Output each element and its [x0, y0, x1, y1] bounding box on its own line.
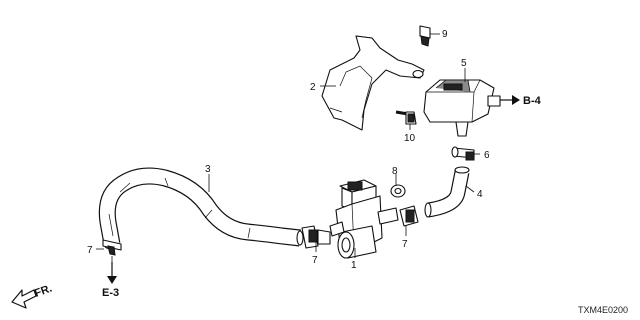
- callout-7-middle: 7: [312, 255, 318, 266]
- clamp-part-7-middle: [301, 225, 331, 249]
- diagram-code: TXM4E0200: [578, 305, 628, 315]
- clamp-part-7-right: [399, 205, 419, 227]
- bracket-part-2: [321, 35, 425, 131]
- washer-part-8: [390, 184, 406, 198]
- callout-9: 9: [442, 29, 448, 40]
- hose-part-3: [98, 167, 304, 250]
- bolt-part-9: [419, 25, 431, 47]
- bolt-part-10: [395, 110, 417, 125]
- ref-label-e3: E-3: [102, 287, 119, 299]
- callout-1: 1: [351, 260, 357, 271]
- ref-label-b4: B-4: [523, 95, 542, 107]
- front-arrow-icon: [11, 289, 37, 309]
- callout-4: 4: [477, 189, 483, 200]
- callout-3: 3: [205, 164, 211, 175]
- callout-10: 10: [404, 133, 416, 144]
- purge-valve-part-1: [329, 179, 399, 259]
- front-label: FR.: [33, 282, 54, 299]
- callout-7-right: 7: [402, 239, 408, 250]
- module-part-5: [423, 79, 501, 137]
- callout-8: 8: [392, 166, 398, 177]
- ref-arrow-b4: [500, 95, 520, 105]
- callout-6: 6: [484, 150, 490, 161]
- clamp-part-7-left: [102, 239, 122, 256]
- clamp-part-6: [451, 146, 475, 161]
- ref-arrow-e3: [107, 262, 117, 284]
- callout-7-left: 7: [87, 245, 93, 256]
- elbow-hose-part-4: [424, 166, 470, 218]
- callout-2: 2: [310, 82, 316, 93]
- callout-5: 5: [461, 58, 467, 69]
